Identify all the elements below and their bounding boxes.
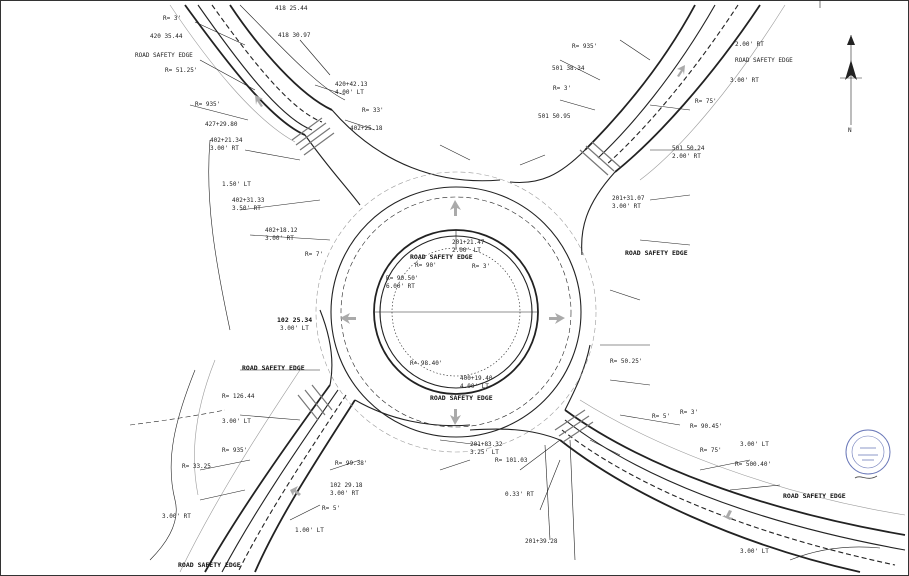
north-arrow: N — [840, 35, 862, 134]
label: 420 35.44 — [150, 33, 183, 40]
label: 2.00' RT — [672, 153, 701, 160]
road-northwest — [169, 4, 346, 143]
north-arrow-letter: N — [848, 127, 852, 134]
label: 0.33' RT — [505, 491, 534, 498]
label: 402+21.34 — [210, 137, 243, 144]
label: R= 90' — [415, 262, 437, 269]
label: R= 5' — [652, 413, 670, 420]
label: 3.00' LT — [222, 418, 251, 425]
entry-curves — [304, 109, 616, 441]
label: 3.00' RT — [162, 513, 191, 520]
label: ROAD SAFETY EDGE — [625, 249, 688, 257]
label: ROAD SAFETY EDGE — [135, 52, 193, 59]
label: 3.50' RT — [232, 205, 261, 212]
label: R= 935' — [222, 447, 247, 454]
engineer-seal — [845, 429, 891, 479]
label: R= 500.40' — [735, 461, 771, 468]
roundabout — [315, 171, 597, 453]
label: R= 90.45' — [690, 423, 723, 430]
lane-arrows — [255, 65, 733, 520]
label: 3.00' LT — [740, 441, 769, 448]
leader-lines — [189, 21, 781, 561]
label: R= 98.40' — [410, 360, 443, 367]
label: 201+39.28 — [525, 538, 558, 545]
label: 420+42.13 — [335, 81, 368, 88]
label: 2.00' RT — [735, 41, 764, 48]
label: 1.50' LT — [222, 181, 251, 188]
label: R= 7' — [305, 251, 323, 258]
crosswalks — [291, 117, 621, 443]
label: R= 33' — [362, 107, 384, 114]
label: 3.00' RT — [265, 235, 294, 242]
label: 3.25' LT — [470, 449, 499, 456]
label: 402+18.12 — [265, 227, 298, 234]
label: 501 50.95 — [538, 113, 571, 120]
label: 402+31.33 — [232, 197, 265, 204]
label: 2.00' LT — [452, 247, 481, 254]
label: 501 50.24 — [672, 145, 705, 152]
label: R= 101.03 — [495, 457, 528, 464]
label: R= 99.38' — [335, 460, 368, 467]
label: 3.00' LT — [280, 325, 309, 332]
label: R= 935' — [572, 43, 597, 50]
label: 3.00' RT — [612, 203, 641, 210]
label: ROAD SAFETY EDGE — [242, 364, 305, 372]
label: 501 38.34 — [552, 65, 585, 72]
label: ROAD SAFETY EDGE — [410, 253, 473, 261]
label: 102 25.34 — [277, 316, 312, 324]
label: 402+25.18 — [350, 125, 383, 132]
label: 201+31.07 — [612, 195, 645, 202]
label: R= 33.25 — [182, 463, 211, 470]
label: 418 30.97 — [278, 32, 311, 39]
label: R= 126.44 — [222, 393, 255, 400]
label: ROAD SAFETY EDGE — [783, 492, 846, 500]
label: 4.00' LT — [460, 383, 489, 390]
road-west-minor — [129, 139, 231, 561]
label: R= 75' — [700, 447, 722, 454]
label: R= 935' — [195, 101, 220, 108]
label: 201+83.32 — [470, 441, 503, 448]
label: R= 75' — [695, 98, 717, 105]
label: R= 5' — [322, 505, 340, 512]
label: R= 50.25' — [610, 358, 643, 365]
label: 3.00' RT — [330, 490, 359, 497]
label: 3.00' RT — [210, 145, 239, 152]
label: 6.00' RT — [386, 283, 415, 290]
label: 102 29.18 — [330, 482, 363, 489]
label: ROAD SAFETY EDGE — [735, 57, 793, 64]
label: 427+29.80 — [205, 121, 238, 128]
label: R= 3' — [472, 263, 490, 270]
label: 3.00' RT — [730, 77, 759, 84]
label: R= 3' — [553, 85, 571, 92]
label: R= 90.50' — [386, 275, 419, 282]
label: 201+21.47 — [452, 239, 485, 246]
road-northeast — [584, 4, 786, 181]
label: ROAD SAFETY EDGE — [178, 561, 241, 569]
label: R= 3' — [680, 409, 698, 416]
plan-labels: 418 25.44 R= 3' 418 30.97 420 35.44 ROAD… — [135, 5, 846, 569]
road-southwest — [179, 369, 356, 573]
label: R= 3' — [163, 15, 181, 22]
road-southeast — [559, 399, 906, 573]
label: 418 25.44 — [275, 5, 308, 12]
label: 4.00' LT — [335, 89, 364, 96]
label: 1.00' LT — [295, 527, 324, 534]
label: 3.00' LT — [740, 548, 769, 555]
label: ROAD SAFETY EDGE — [430, 394, 493, 402]
label: 400+19.40 — [460, 375, 493, 382]
label: R= 51.25' — [165, 67, 198, 74]
